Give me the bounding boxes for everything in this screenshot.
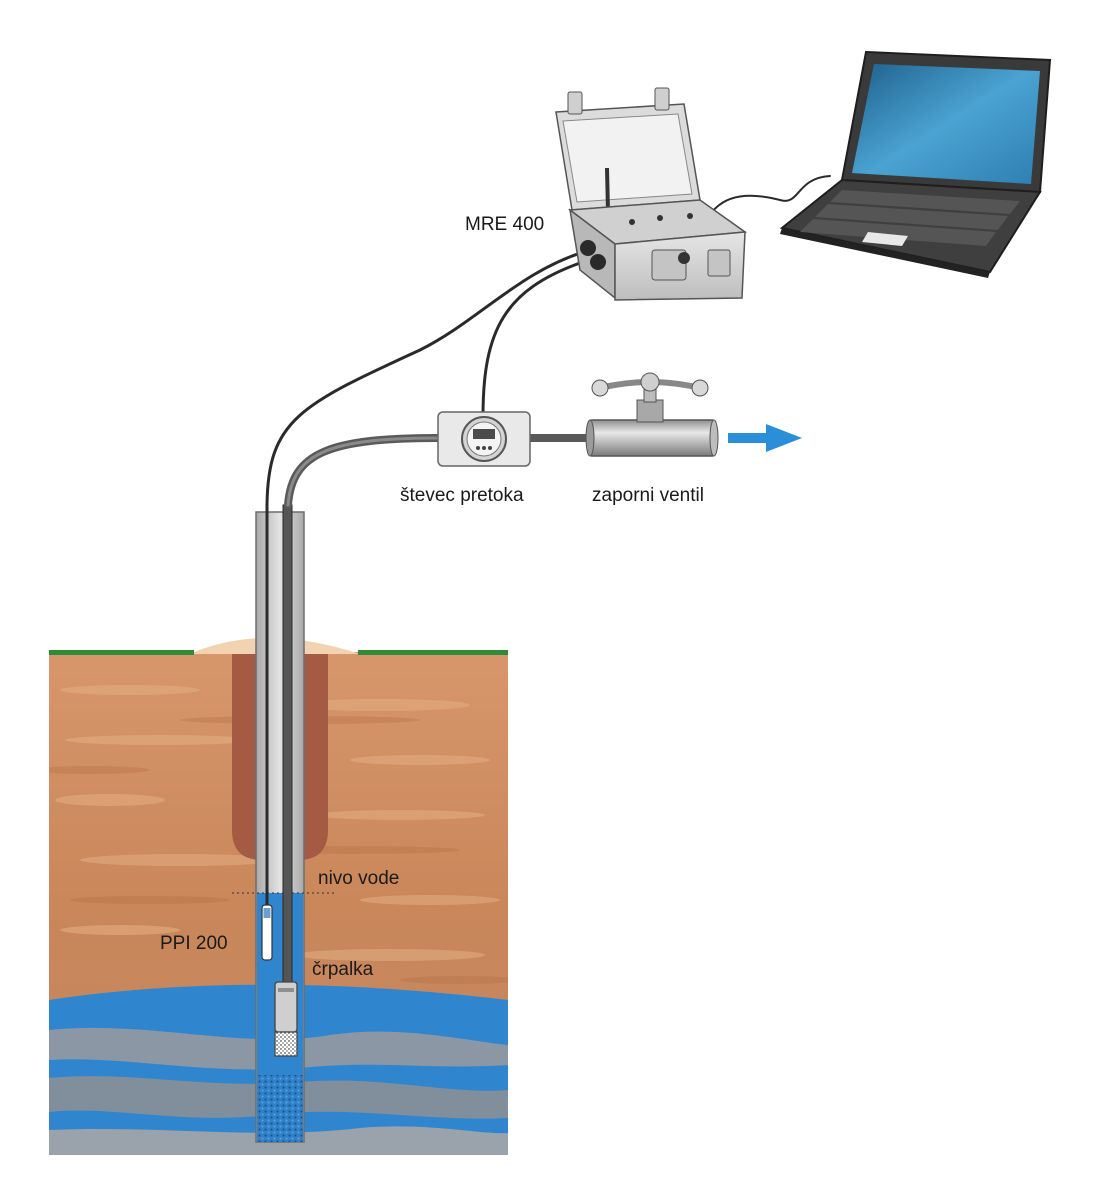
sensor-signal-cable [265, 248, 592, 507]
logger-label: MRE 400 [465, 214, 544, 235]
flow-direction-arrow-icon [728, 424, 802, 452]
water-level-label: nivo vode [318, 868, 399, 889]
flow-meter-signal-cable [481, 261, 582, 418]
submersible-pump [274, 981, 298, 1057]
pump-riser-pipe [282, 504, 293, 986]
well-screen [257, 1075, 303, 1142]
flow-meter-icon [437, 411, 531, 467]
sensor-label: PPI 200 [160, 933, 228, 954]
datalogger-case-icon [555, 87, 748, 301]
grass-line-right [358, 650, 508, 655]
valve-icon [585, 372, 719, 457]
laptop-icon [779, 50, 1052, 278]
discharge-pipe-highlight [286, 436, 442, 507]
cables [265, 175, 831, 509]
flow-meter-label: števec pretoka [400, 485, 524, 506]
grass-line [49, 650, 194, 655]
valve-label: zaporni ventil [592, 485, 704, 506]
pump-label: črpalka [312, 959, 374, 980]
borehole [232, 504, 335, 1143]
ppi200-sensor [261, 904, 273, 961]
soil-texture [55, 685, 500, 961]
laptop-usb-cable [711, 175, 831, 213]
